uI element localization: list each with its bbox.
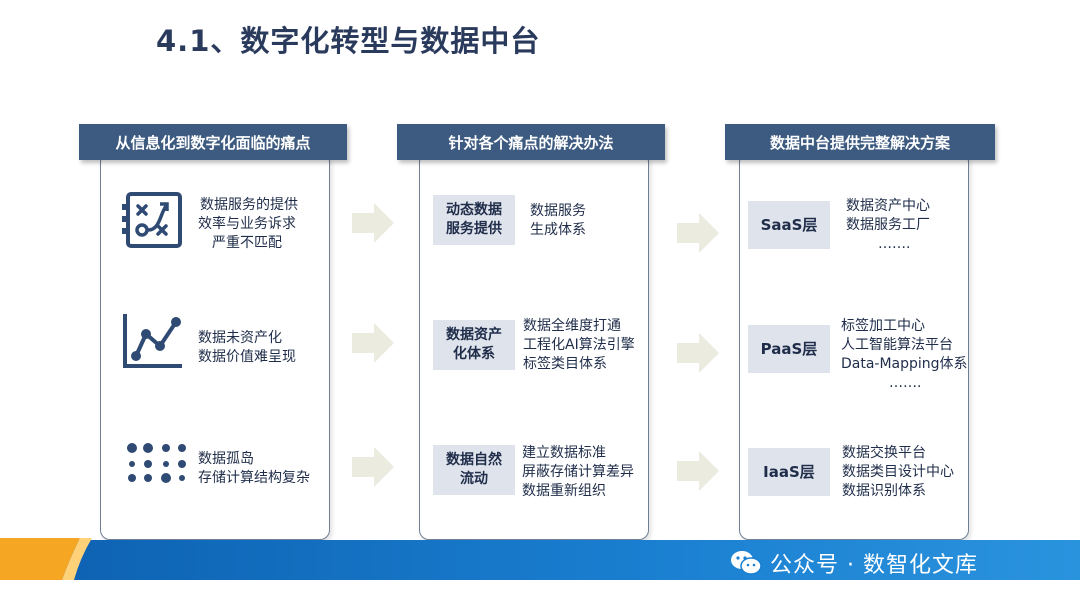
- solution-desc-2-line-3: 标签类目体系: [523, 356, 607, 372]
- iaas-layer-tag: IaaS层: [748, 448, 830, 496]
- pain-point-1-line-2: 效率与业务诉求: [198, 216, 296, 232]
- watermark-text: 公众号 · 数智化文库: [770, 553, 978, 578]
- pain-point-2: 数据未资产化 数据价值难呈现: [198, 329, 296, 367]
- solution-tag-3-line-1: 数据自然: [446, 452, 502, 468]
- arrow-right-icon: [352, 203, 394, 243]
- paas-desc-line-1: 标签加工中心: [841, 318, 925, 334]
- footer-band: [0, 538, 1080, 580]
- pain-points-header: 从信息化到数字化面临的痛点: [79, 124, 347, 160]
- pain-point-3-line-2: 存储计算结构复杂: [198, 470, 310, 486]
- saas-desc-line-3: …….: [878, 236, 911, 252]
- line-chart-icon: [123, 314, 182, 368]
- iaas-desc-line-1: 数据交换平台: [842, 445, 926, 461]
- pain-point-1-line-1: 数据服务的提供: [200, 197, 298, 213]
- pain-point-1-line-3: 严重不匹配: [212, 235, 282, 251]
- solution-desc-2-line-2: 工程化AI算法引擎: [523, 337, 635, 353]
- arrow-right-icon: [677, 333, 719, 373]
- solution-desc-3-line-1: 建立数据标准: [522, 445, 606, 461]
- saas-desc-line-1: 数据资产中心: [846, 198, 930, 214]
- arrow-right-icon: [352, 323, 394, 363]
- saas-desc-line-2: 数据服务工厂: [846, 217, 930, 233]
- solution-desc-1: 数据服务 生成体系: [530, 202, 586, 240]
- solution-desc-3-line-3: 数据重新组织: [522, 483, 606, 499]
- saas-layer-desc: 数据资产中心 数据服务工厂 …….: [846, 197, 930, 254]
- iaas-layer-desc: 数据交换平台 数据类目设计中心 数据识别体系: [842, 444, 954, 501]
- solution-tag-1-line-2: 服务提供: [446, 221, 502, 237]
- solution-tag-2-line-1: 数据资产: [446, 327, 502, 343]
- solution-tag-3-line-2: 流动: [460, 471, 488, 487]
- saas-layer-tag: SaaS层: [748, 201, 830, 249]
- data-platform-header: 数据中台提供完整解决方案: [725, 124, 995, 160]
- page-title: 4.1、数字化转型与数据中台: [156, 24, 541, 58]
- paas-desc-line-4: …….: [889, 375, 922, 391]
- solution-tag-1-line-1: 动态数据: [446, 202, 502, 218]
- solution-desc-3-line-2: 屏蔽存储计算差异: [522, 464, 634, 480]
- paas-desc-line-2: 人工智能算法平台: [841, 337, 953, 353]
- solution-tag-1: 动态数据 服务提供: [433, 195, 515, 245]
- solution-desc-1-line-1: 数据服务: [530, 203, 586, 219]
- iaas-desc-line-3: 数据识别体系: [842, 483, 926, 499]
- solution-desc-2-line-1: 数据全维度打通: [523, 318, 621, 334]
- pain-points-panel: [100, 152, 330, 540]
- pain-point-3: 数据孤岛 存储计算结构复杂: [198, 450, 310, 488]
- paas-layer-desc: 标签加工中心 人工智能算法平台 Data-Mapping体系 …….: [841, 317, 968, 393]
- solutions-header: 针对各个痛点的解决办法: [397, 124, 665, 160]
- paas-layer-tag: PaaS层: [748, 325, 830, 373]
- arrow-right-icon: [352, 447, 394, 487]
- solution-desc-2: 数据全维度打通 工程化AI算法引擎 标签类目体系: [523, 317, 635, 374]
- watermark: 公众号 · 数智化文库: [730, 546, 978, 580]
- pain-point-2-line-1: 数据未资产化: [198, 330, 282, 346]
- solution-desc-1-line-2: 生成体系: [530, 222, 586, 238]
- wechat-icon: [731, 551, 762, 575]
- paas-desc-line-3: Data-Mapping体系: [841, 356, 968, 372]
- arrow-right-icon: [677, 213, 719, 253]
- dots-grid-icon: [127, 443, 186, 483]
- arrow-right-icon: [677, 451, 719, 491]
- solution-tag-2: 数据资产 化体系: [433, 320, 515, 370]
- iaas-desc-line-2: 数据类目设计中心: [842, 464, 954, 480]
- pain-point-2-line-2: 数据价值难呈现: [198, 349, 296, 365]
- puzzle-strategy-icon: [122, 192, 182, 248]
- solution-desc-3: 建立数据标准 屏蔽存储计算差异 数据重新组织: [522, 444, 634, 501]
- pain-point-3-line-1: 数据孤岛: [198, 451, 254, 467]
- solution-tag-3: 数据自然 流动: [433, 445, 515, 495]
- pain-point-1: 数据服务的提供 效率与业务诉求 严重不匹配: [198, 196, 298, 253]
- solution-tag-2-line-2: 化体系: [453, 346, 495, 362]
